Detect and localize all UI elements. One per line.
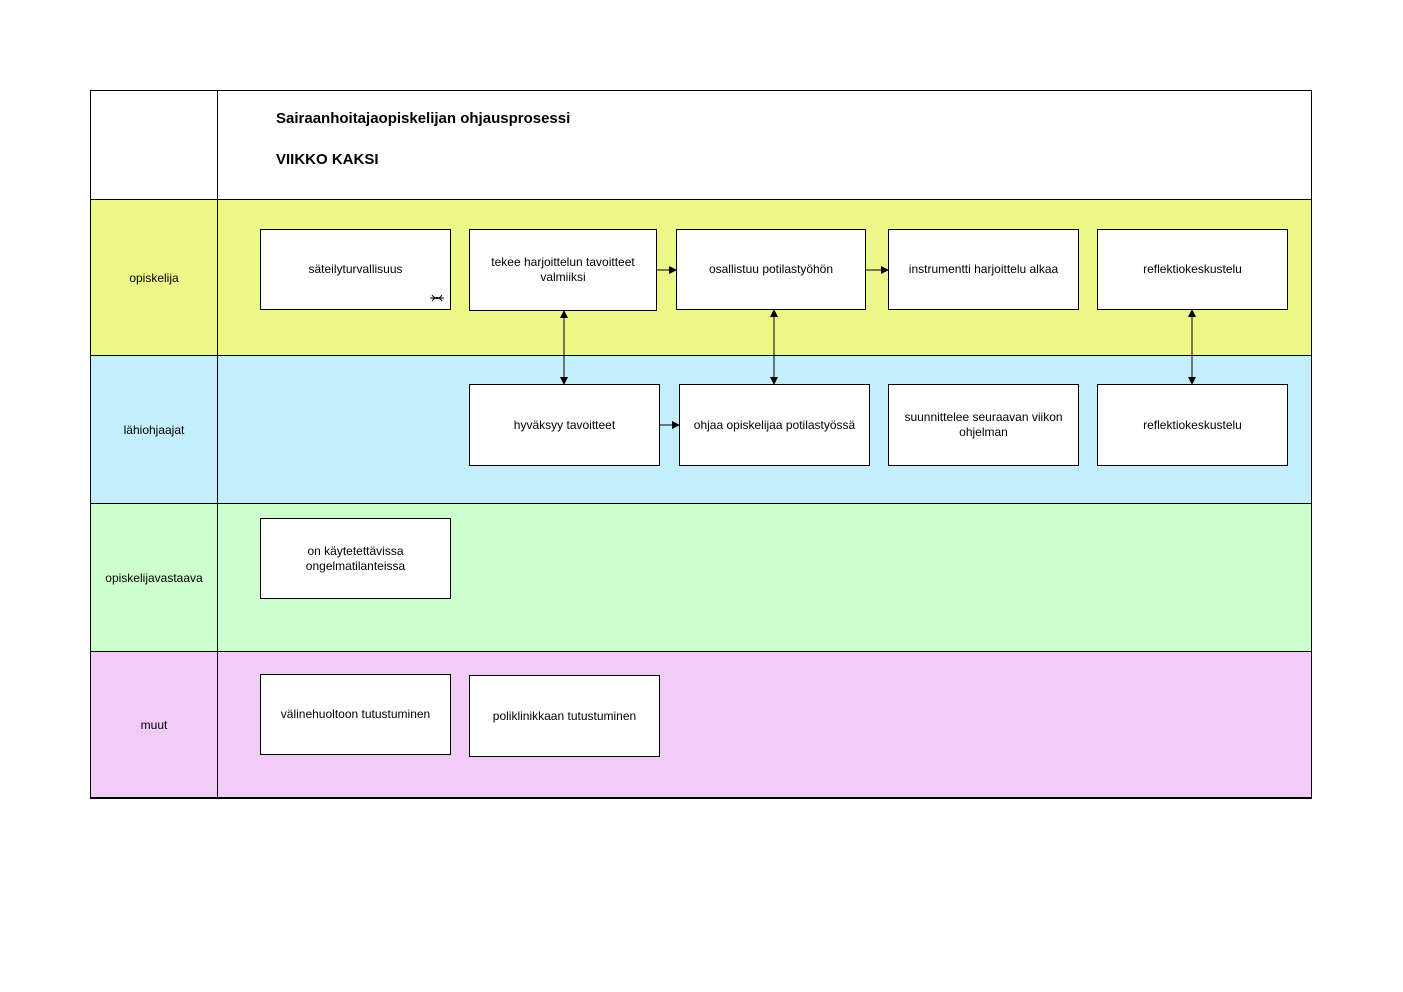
step-label: reflektiokeskustelu xyxy=(1143,417,1242,432)
step-label: osallistuu potilastyöhön xyxy=(708,262,834,276)
lane-label-student: opiskelija xyxy=(91,200,218,355)
step-label: säteilyturvallisuus xyxy=(308,262,403,276)
step-box-approve-goals[interactable]: hyväksyy tavoitteet xyxy=(469,384,660,466)
step-box-sterilization-intro[interactable]: välinehuoltoon tutustuminen xyxy=(260,674,451,755)
step-box-radiation-safety[interactable]: säteilyturvallisuus xyxy=(260,229,451,310)
step-label: ohjaa opiskelijaa potilastyössä xyxy=(693,417,856,432)
step-box-instrument-training[interactable]: instrumentti harjoittelu alkaa xyxy=(888,229,1079,310)
lane-label-others: muut xyxy=(91,652,218,797)
process-diagram: Sairaanhoitajaopiskelijan ohjausprosessi… xyxy=(90,90,1312,799)
lane-label-supervisors: lähiohjaajat xyxy=(91,356,218,503)
step-label: suunnittelee seuraavan viikon ohjelman xyxy=(904,410,1063,439)
loop-marker-icon xyxy=(429,293,445,306)
step-label: tekee harjoittelun tavoitteet valmiiksi xyxy=(491,255,635,284)
step-box-guide-patient-work[interactable]: ohjaa opiskelijaa potilastyössä xyxy=(679,384,870,466)
header-corner-cell xyxy=(91,91,218,199)
step-box-reflection-supervisor[interactable]: reflektiokeskustelu xyxy=(1097,384,1288,466)
step-box-available-problems[interactable]: on käytetettävissa ongelmatilanteissa xyxy=(260,518,451,599)
header-row: Sairaanhoitajaopiskelijan ohjausprosessi… xyxy=(91,91,1311,200)
step-label: välinehuoltoon tutustuminen xyxy=(280,707,431,721)
diagram-subtitle: VIIKKO KAKSI xyxy=(276,151,379,168)
step-box-plan-next-week[interactable]: suunnittelee seuraavan viikon ohjelman xyxy=(888,384,1079,466)
step-box-polyclinic-intro[interactable]: poliklinikkaan tutustuminen xyxy=(469,675,660,757)
step-label: reflektiokeskustelu xyxy=(1143,262,1242,276)
step-box-reflection-student[interactable]: reflektiokeskustelu xyxy=(1097,229,1288,310)
step-label: poliklinikkaan tutustuminen xyxy=(492,708,637,723)
diagram-title: Sairaanhoitajaopiskelijan ohjausprosessi xyxy=(276,110,571,127)
step-box-finalize-goals[interactable]: tekee harjoittelun tavoitteet valmiiksi xyxy=(469,229,657,311)
step-label: instrumentti harjoittelu alkaa xyxy=(908,262,1059,276)
lane-label-coordinator: opiskelijavastaava xyxy=(91,504,218,651)
step-label: hyväksyy tavoitteet xyxy=(513,417,616,432)
step-label: on käytetettävissa ongelmatilanteissa xyxy=(305,543,406,573)
step-box-patient-work[interactable]: osallistuu potilastyöhön xyxy=(676,229,866,310)
